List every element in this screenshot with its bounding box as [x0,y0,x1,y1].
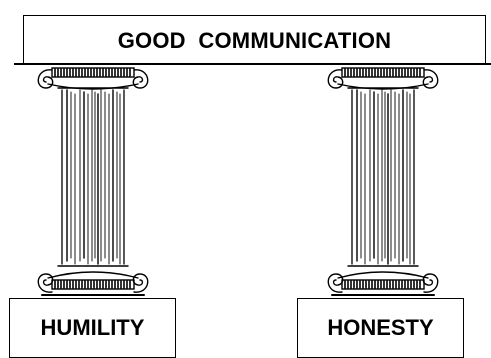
left-pillar-label: HUMILITY [40,315,145,340]
right-pillar-label-box: HONESTY [297,298,464,358]
left-pillar-icon [37,67,149,296]
right-pillar-icon [327,67,439,296]
title-box: GOOD COMMUNICATION [23,15,486,65]
right-pillar-label: HONESTY [327,315,434,340]
title-baseline [14,63,491,65]
title-text: GOOD COMMUNICATION [117,27,392,53]
left-pillar-label-box: HUMILITY [9,298,176,358]
